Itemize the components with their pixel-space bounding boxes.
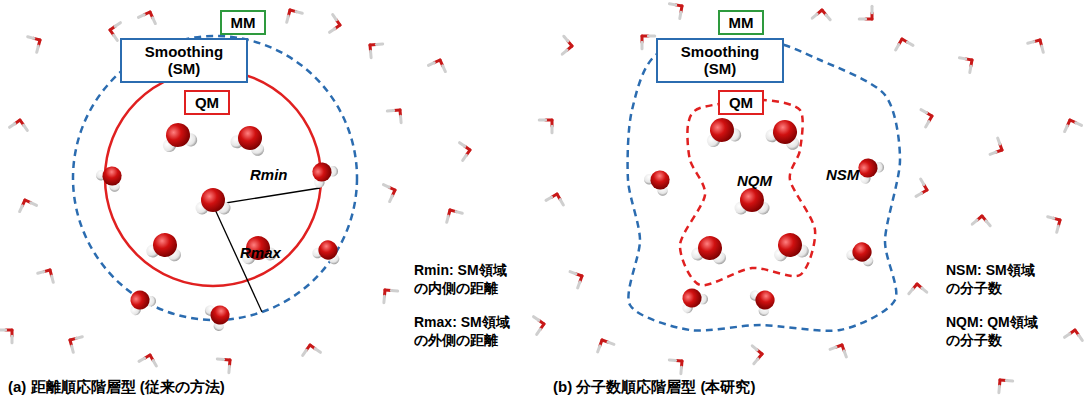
qm-water [764,115,806,152]
mm-water-stick [364,38,382,58]
mm-water-stick [959,53,977,73]
mm-water-stick [387,104,407,122]
nqm-label: NQM [737,172,772,191]
mm-water-stick [108,21,120,40]
mm-water-stick [1062,117,1082,132]
sm-water [675,283,710,315]
mm-water-stick [812,9,831,20]
mm-water-stick [139,353,159,366]
regions [73,36,900,331]
mm-water-stick [330,15,342,34]
mm-water-stick [28,32,45,52]
sm-water [123,285,158,317]
mm-water-stick [990,138,1006,158]
mm-water-stick [282,6,302,23]
mm-water-stick [830,341,850,357]
qm-water [690,233,729,265]
mm-water-stick [916,179,929,199]
mm-water-stick [546,192,566,205]
sm-water [845,238,879,267]
mm-box: MM [718,10,764,35]
qm-water [158,119,199,154]
caption-b: (b) 分子数順応階層型 (本研究) [553,378,755,397]
mm-water-stick [893,37,913,50]
qm-water [196,188,231,215]
node-text: QM [728,94,754,111]
smoothing-box: Smoothing (SM) [120,38,248,83]
sm-water [203,298,235,333]
caption-a: (a) 距離順応階層型 (従来の方法) [8,378,225,397]
radius-lines [213,188,320,312]
mm-water-stick [669,354,687,374]
mm-water-stick [460,141,472,160]
sm-water [305,156,340,190]
qm-boundary-blob [680,100,815,285]
nsm-note: NSM: SM領域 の分子数 [946,262,1058,297]
mm-waters [0,0,1084,393]
nsm-label: NSM [826,166,859,185]
mm-water-stick [534,315,546,334]
mm-water-stick [1065,328,1084,340]
mm-water-stick [217,353,235,373]
qm-water [771,230,810,262]
qm-box: QM [718,90,764,115]
node-text: Smoothing (SM) [668,43,772,78]
mm-water-stick [921,107,934,127]
rmax-note: Rmax: SM領域 の外側の距離 [414,314,526,349]
rmax-label: Rmax [240,244,281,263]
qm-boundary-circle [105,70,321,286]
qm-box: QM [184,90,230,115]
nqm-note: NQM: QM領域 の分子数 [946,314,1058,349]
sm-water [94,160,129,194]
rmin-line [213,188,320,205]
sm-water [748,283,780,318]
mm-water-stick [859,6,878,25]
mm-water-stick [442,206,462,223]
mm-water-stick [1028,36,1048,53]
qm-water [229,121,271,158]
mm-water-stick [1048,212,1065,232]
mm-water-stick [752,345,763,364]
mm-water-stick [972,215,991,226]
node-text: QM [194,94,220,111]
ball-waters [94,114,886,333]
mm-box: MM [220,10,266,35]
rmin-label: Rmin [250,166,288,185]
mm-water-stick [383,182,398,202]
node-text: Smoothing (SM) [132,43,236,78]
mm-water-stick [669,0,687,19]
mm-water-stick [594,336,614,352]
mm-water-stick [428,57,448,72]
mm-water-stick [301,343,320,355]
mm-water-stick [908,283,927,294]
mm-water-stick [993,374,1013,392]
qm-water [145,230,184,262]
mm-water-stick [0,324,18,343]
qm-water [735,188,770,215]
rmin-note: Rmin: SM領域 の内側の距離 [414,262,526,297]
node-text: MM [728,14,754,31]
mm-water-stick [636,30,655,49]
mm-water-stick [539,114,558,133]
mm-water-stick [378,284,398,302]
qm-water [702,114,743,149]
mm-water-stick [10,118,29,130]
mm-water-stick [38,266,58,283]
mm-water-stick [562,36,573,55]
mm-water-stick [17,197,37,212]
sm-water [311,236,345,265]
sm-outer-circle [73,36,357,320]
mm-water-stick [570,268,586,288]
sm-outer-blob [628,40,900,331]
smoothing-box: Smoothing (SM) [656,38,784,83]
mm-water-stick [66,332,83,352]
mm-water-stick [138,9,158,24]
sm-water [642,164,677,198]
node-text: MM [230,14,256,31]
